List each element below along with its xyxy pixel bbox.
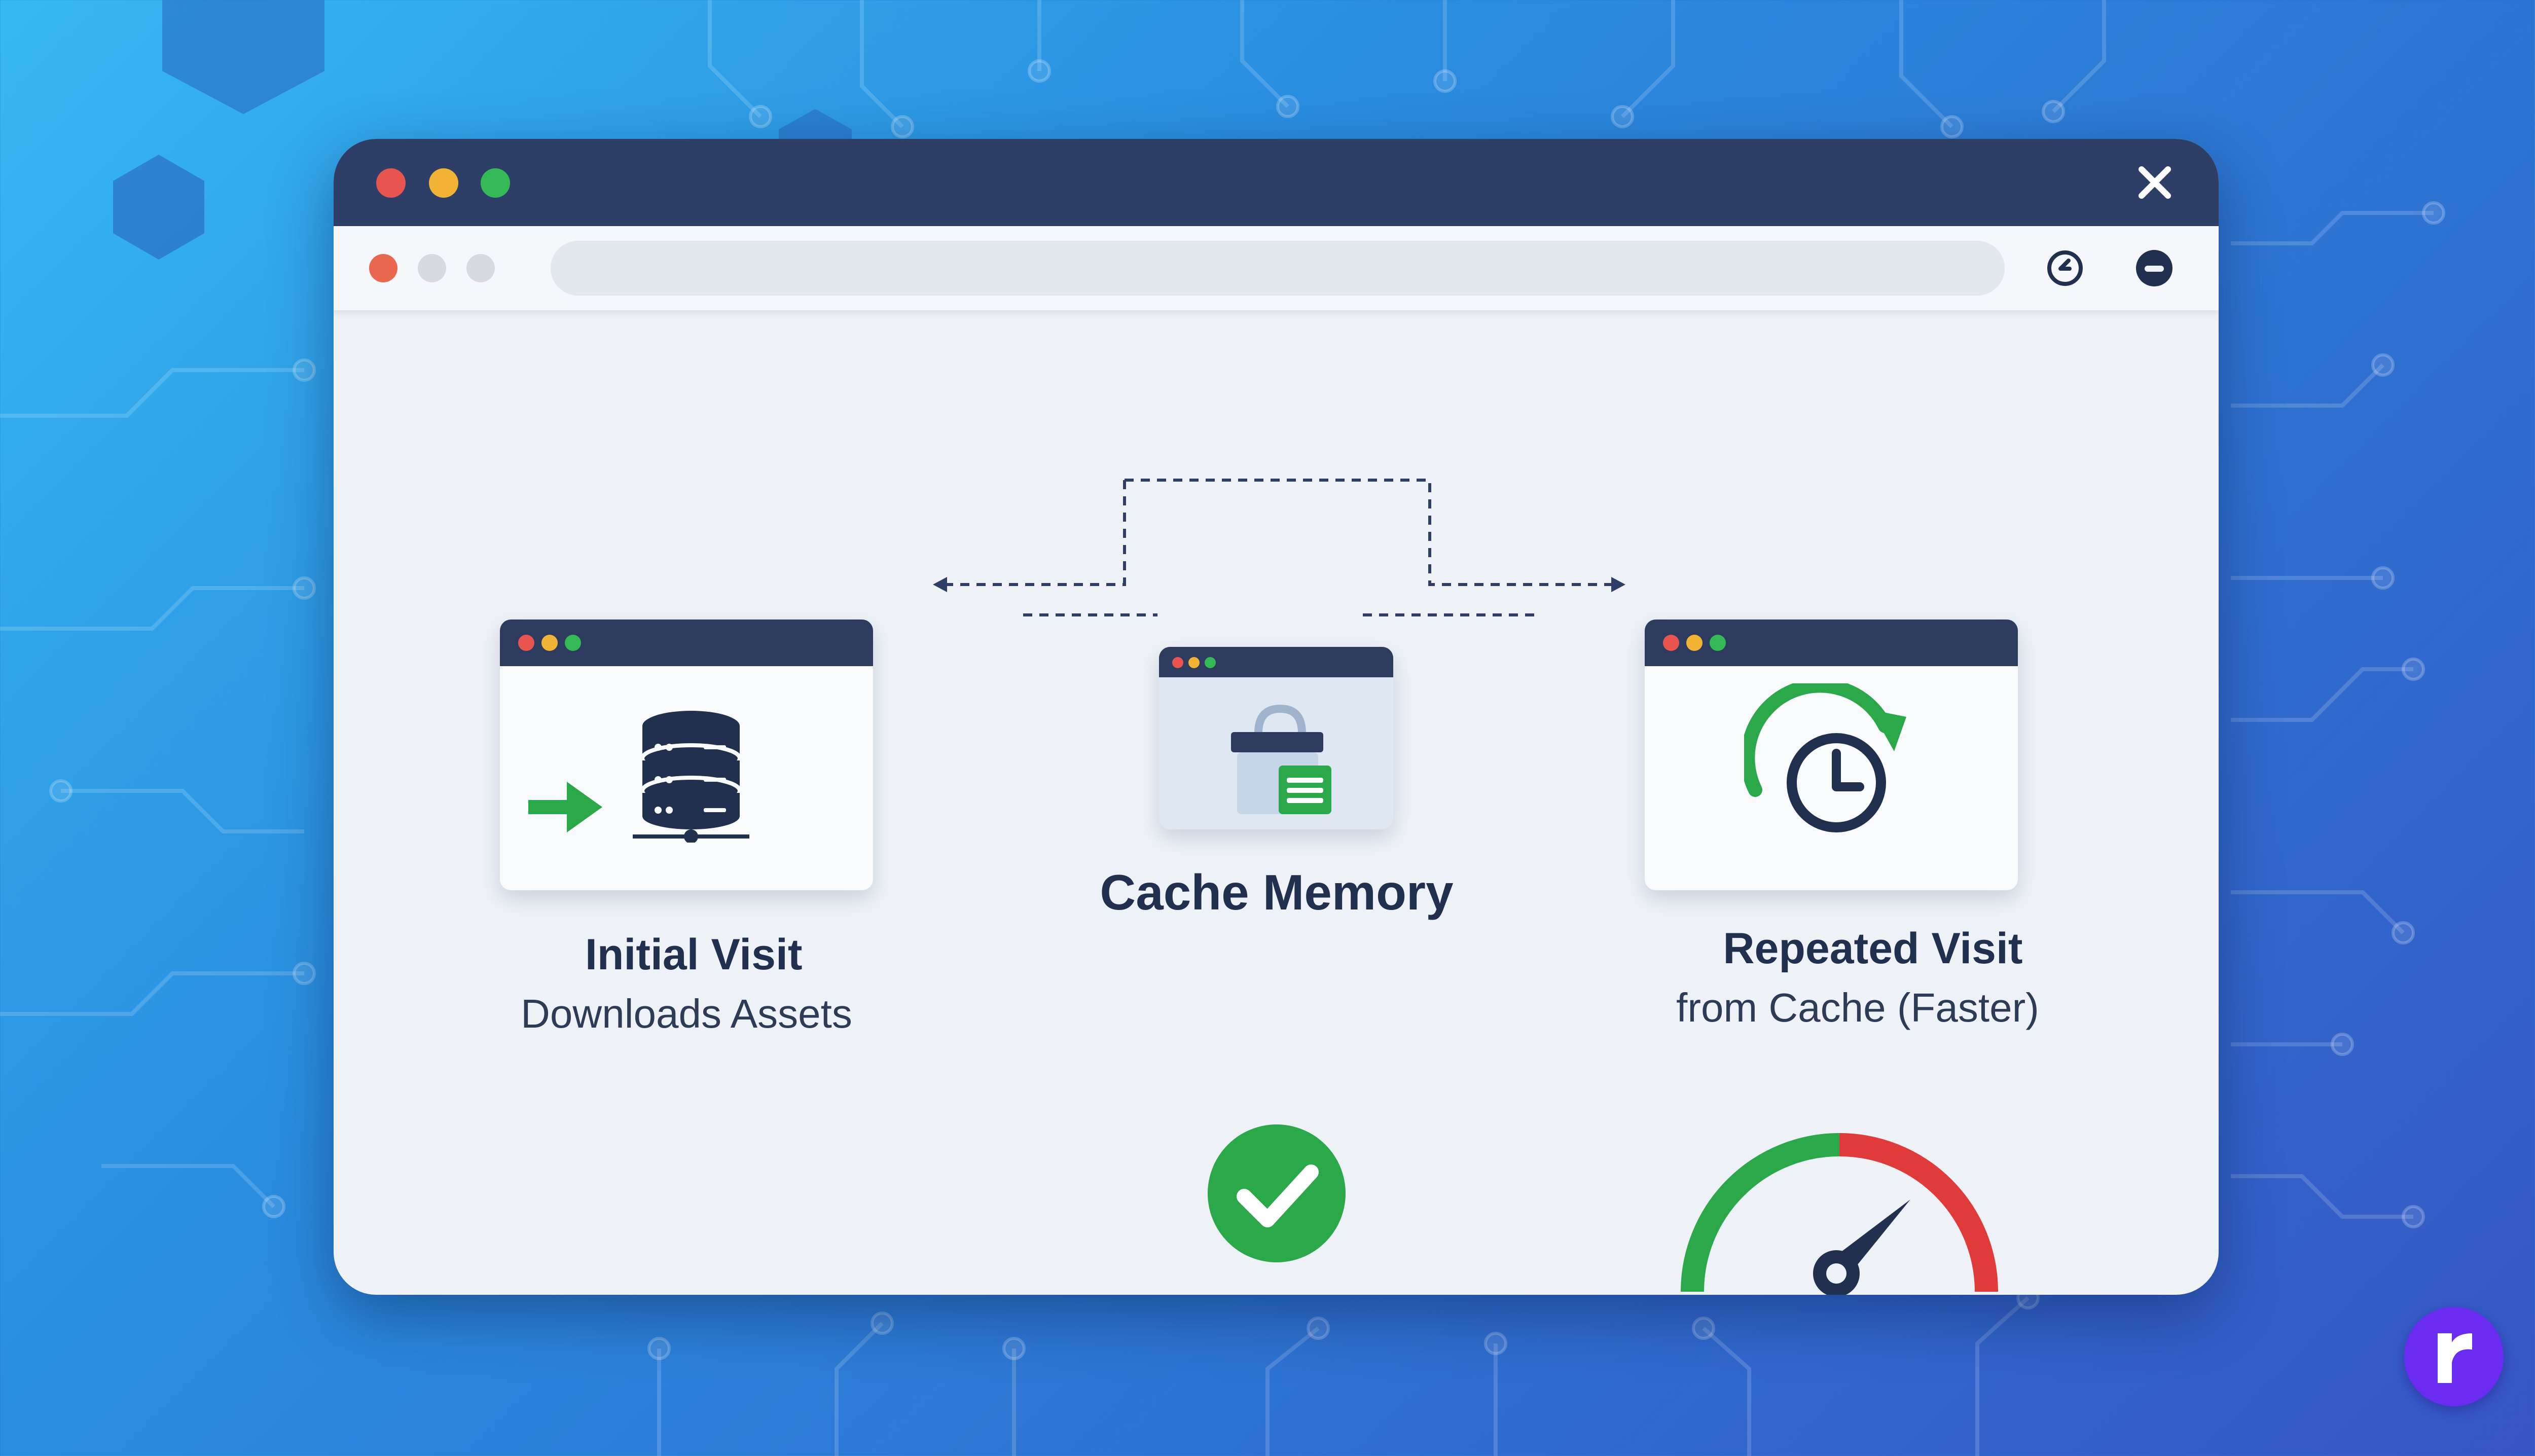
tab-dot-active[interactable]	[369, 254, 397, 282]
repeated-visit-subtitle: from Cache (Faster)	[1676, 985, 2039, 1030]
card-dot-green	[565, 635, 581, 651]
address-bar[interactable]	[551, 241, 2005, 296]
card-dot-red	[1663, 635, 1679, 651]
card-dot-yellow	[541, 635, 558, 651]
card-dot-green	[1710, 635, 1726, 651]
checkmark-circle-icon	[1208, 1124, 1346, 1262]
profile-icon[interactable]	[2133, 247, 2175, 289]
refresh-icon[interactable]	[2044, 247, 2086, 289]
maximize-window-dot[interactable]	[481, 168, 510, 198]
brand-r-icon	[2438, 1333, 2472, 1383]
tab-dot[interactable]	[466, 254, 495, 282]
close-window-dot[interactable]	[376, 168, 406, 198]
close-icon[interactable]	[2134, 162, 2175, 203]
browser-window: Initial Visit Downloads Assets Cache Mem…	[334, 139, 2219, 1295]
flow-connectors	[933, 479, 1625, 616]
brand-logo	[2404, 1307, 2504, 1406]
card-dot-yellow	[1188, 657, 1200, 668]
cache-memory-title: Cache Memory	[1100, 864, 1454, 920]
cache-storage-icon	[1231, 704, 1331, 814]
card-titlebar	[1645, 620, 2018, 666]
card-titlebar	[1159, 647, 1393, 677]
card-dot-red	[518, 635, 534, 651]
repeated-visit-card	[1645, 620, 2018, 890]
minimize-window-dot[interactable]	[429, 168, 458, 198]
arrow-right-icon	[528, 782, 602, 832]
card-titlebar	[500, 620, 873, 666]
initial-visit-subtitle: Downloads Assets	[521, 991, 852, 1036]
card-dot-yellow	[1686, 635, 1703, 651]
tab-dot[interactable]	[418, 254, 446, 282]
speedometer-icon	[1681, 1133, 1998, 1295]
card-dot-red	[1172, 657, 1183, 668]
faster-reloads-title: Faster Reloads	[1018, 1290, 1525, 1295]
initial-visit-card	[500, 620, 873, 890]
diagram-area: Initial Visit Downloads Assets Cache Mem…	[334, 310, 2219, 1295]
cache-memory-card	[1159, 647, 1393, 829]
initial-visit-title: Initial Visit	[585, 930, 803, 979]
browser-toolbar	[334, 226, 2219, 310]
repeated-visit-title: Repeated Visit	[1723, 924, 2023, 973]
title-bar	[334, 139, 2219, 226]
card-dot-green	[1205, 657, 1216, 668]
database-server-icon	[633, 711, 749, 843]
refresh-clock-icon	[1744, 683, 1906, 832]
